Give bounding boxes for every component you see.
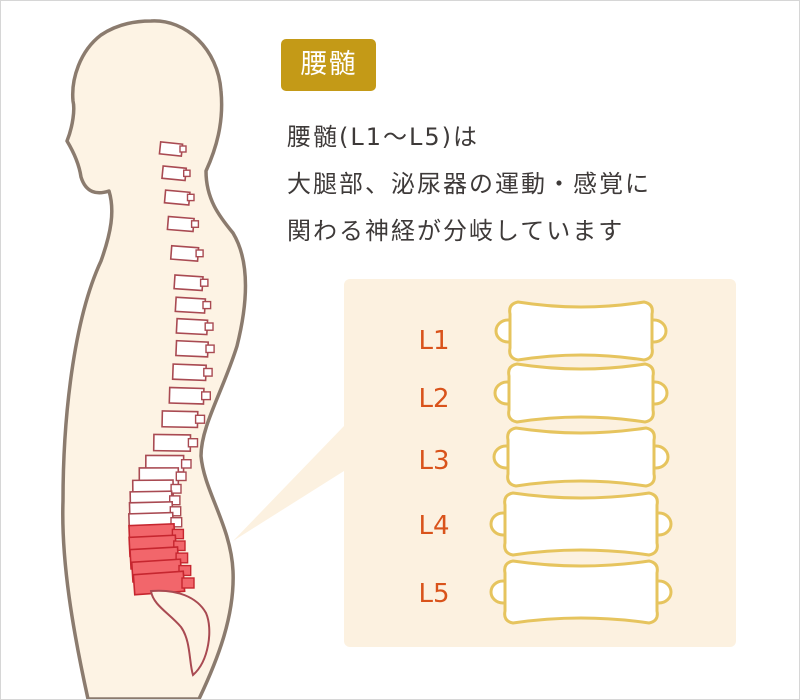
vertebra-body — [161, 165, 188, 182]
vertebra-process — [170, 483, 182, 494]
vertebra-body — [508, 300, 654, 362]
spine-vertebra — [171, 363, 213, 382]
vertebra-body — [169, 244, 200, 262]
vertebra-body — [168, 386, 205, 405]
vertebra-process — [175, 552, 189, 564]
label-l4: L4 — [418, 511, 450, 541]
lumbar-vertebra-3 — [492, 426, 670, 488]
title-badge: 腰髄 — [281, 39, 376, 91]
label-l1: L1 — [418, 326, 450, 356]
vertebra-body — [506, 426, 656, 488]
vertebra-process — [178, 564, 192, 577]
vertebra-process — [202, 300, 212, 310]
spine-vertebra — [175, 339, 215, 358]
vertebra-body — [174, 296, 207, 314]
vertebra-process — [175, 471, 187, 482]
lumbar-vertebra-5 — [489, 559, 673, 625]
vertebra-process — [186, 193, 195, 202]
label-l5: L5 — [418, 579, 450, 609]
label-l2: L2 — [418, 384, 450, 414]
vertebra-process — [194, 414, 206, 424]
spine-vertebra — [158, 141, 187, 157]
description-line-2: 大腿部、泌尿器の運動・感覚に — [287, 170, 651, 198]
description-line-1: 腰髄(L1～L5)は — [287, 123, 480, 151]
vertebra-body — [166, 215, 195, 233]
description-text: 腰髄(L1～L5)は 大腿部、泌尿器の運動・感覚に 関わる神経が分岐しています — [287, 114, 757, 255]
vertebra-body — [503, 491, 659, 557]
vertebra-body — [152, 433, 192, 452]
spine-vertebra — [173, 274, 209, 292]
vertebra-body — [171, 363, 207, 382]
vertebra-process — [205, 344, 215, 354]
spine-vertebra — [166, 215, 200, 233]
vertebra-process — [180, 459, 192, 469]
vertebra-process — [200, 391, 211, 401]
vertebra-process — [187, 438, 199, 448]
vertebra-body — [163, 189, 191, 206]
spine — [128, 141, 215, 596]
vertebra-body — [507, 362, 655, 424]
spine-vertebra — [169, 244, 204, 262]
vertebra-process — [182, 169, 191, 178]
sacrum — [149, 589, 211, 677]
vertebra-body — [175, 317, 209, 336]
lumbar-vertebra-4 — [489, 491, 673, 557]
spine-vertebra — [152, 433, 199, 452]
spine-vertebra — [161, 165, 191, 182]
vertebra-process — [181, 577, 195, 589]
vertebra-process — [171, 528, 185, 540]
vertebra-process — [195, 249, 204, 258]
vertebra-process — [179, 145, 187, 153]
vertebra-body — [158, 141, 184, 157]
vertebra-body — [173, 274, 204, 292]
vertebra-process — [169, 506, 182, 517]
vertebra-process — [199, 278, 209, 287]
vertebra-process — [168, 495, 181, 506]
spine-vertebra — [175, 317, 214, 336]
vertebra-process — [190, 220, 200, 229]
vertebra-body — [503, 559, 659, 625]
vertebra-process — [170, 517, 183, 528]
lumbar-vertebra-1 — [494, 300, 668, 362]
vertebra-body — [175, 339, 210, 358]
spine-vertebra — [174, 296, 212, 314]
vertebra-process — [173, 540, 186, 552]
body-silhouette — [61, 19, 248, 699]
label-l3: L3 — [418, 446, 450, 476]
vertebra-process — [204, 322, 214, 331]
lumbar-vertebrae-detail — [489, 300, 673, 625]
spine-vertebra — [161, 410, 206, 429]
spine-vertebra — [168, 386, 211, 405]
vertebra-process — [203, 367, 213, 377]
spine-vertebra — [163, 189, 195, 206]
vertebra-body — [161, 410, 199, 429]
lumbar-vertebra-2 — [493, 362, 669, 424]
description-line-3: 関わる神経が分岐しています — [287, 217, 625, 245]
callout-pointer — [233, 426, 344, 541]
